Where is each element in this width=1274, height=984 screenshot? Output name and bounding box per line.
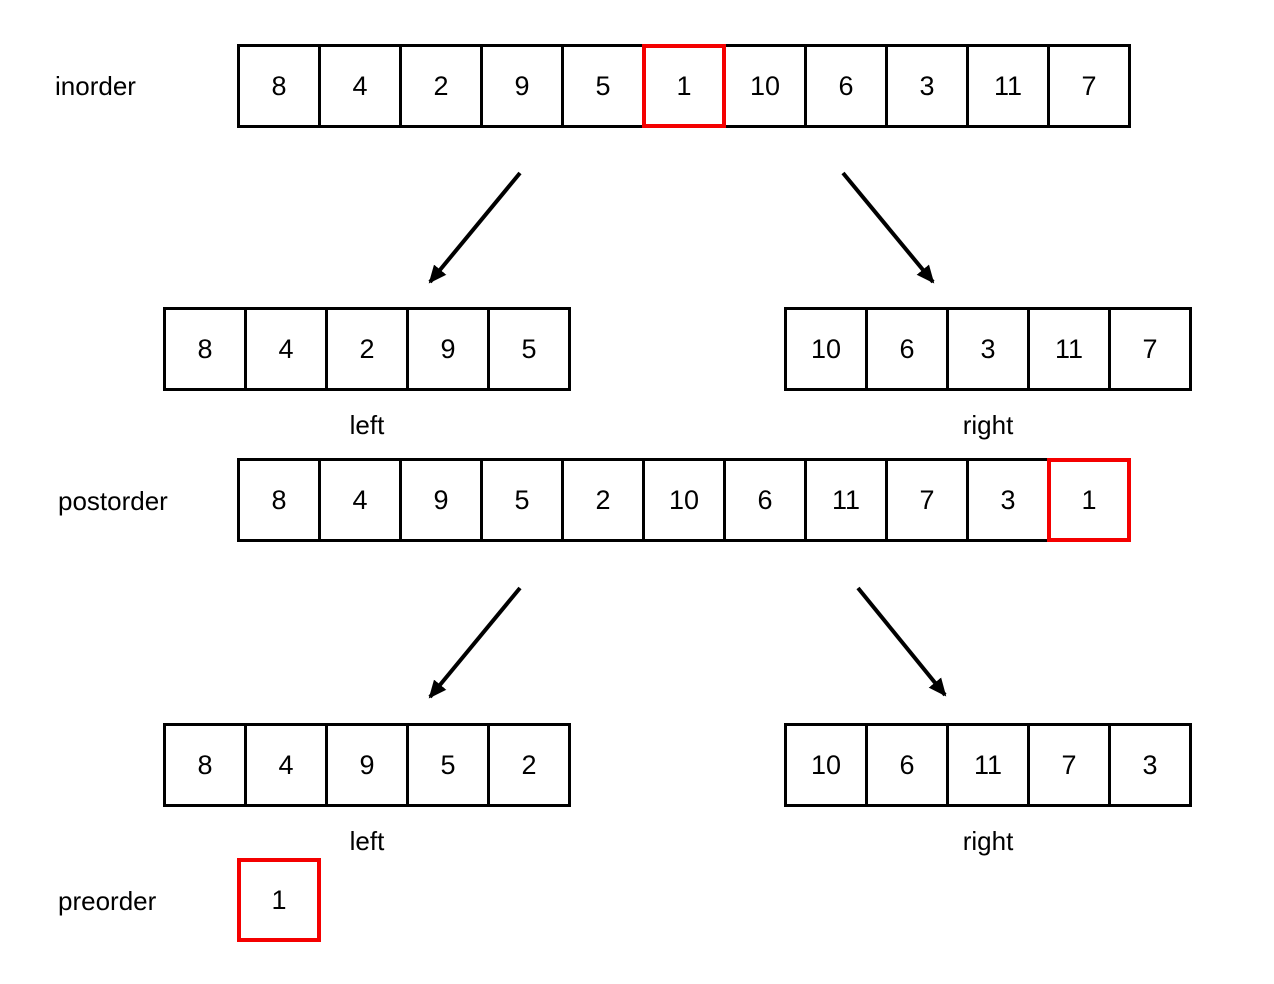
array-cell-highlighted: 1 bbox=[237, 858, 321, 942]
array-cell: 6 bbox=[865, 307, 949, 391]
inorder-label: inorder bbox=[55, 71, 136, 101]
postorder-left-sublabel: left bbox=[349, 826, 385, 856]
array-cell: 2 bbox=[561, 458, 645, 542]
array-cell: 3 bbox=[1108, 723, 1192, 807]
array-cell: 5 bbox=[480, 458, 564, 542]
array-cell: 10 bbox=[784, 307, 868, 391]
array-cell: 11 bbox=[1027, 307, 1111, 391]
array-cell: 8 bbox=[163, 723, 247, 807]
array-cell: 3 bbox=[946, 307, 1030, 391]
array-cell: 10 bbox=[642, 458, 726, 542]
array-cell: 11 bbox=[804, 458, 888, 542]
postorder-split-left-arrow-icon bbox=[428, 586, 522, 699]
array-cell: 8 bbox=[237, 458, 321, 542]
postorder-right-sublabel: right bbox=[962, 826, 1014, 856]
inorder-left-sublabel: left bbox=[349, 410, 385, 440]
array-cell: 4 bbox=[244, 307, 328, 391]
array-cell: 5 bbox=[487, 307, 571, 391]
array-cell: 6 bbox=[804, 44, 888, 128]
preorder-label: preorder bbox=[58, 886, 157, 916]
array-cell: 2 bbox=[487, 723, 571, 807]
inorder-right-sublabel: right bbox=[962, 410, 1014, 440]
array-cell: 4 bbox=[318, 458, 402, 542]
array-cell: 6 bbox=[723, 458, 807, 542]
array-cell: 7 bbox=[1027, 723, 1111, 807]
array-cell: 3 bbox=[966, 458, 1050, 542]
array-cell: 7 bbox=[1108, 307, 1192, 391]
inorder-split-left-arrow-icon bbox=[428, 171, 522, 284]
array-cell: 3 bbox=[885, 44, 969, 128]
array-cell: 7 bbox=[1047, 44, 1131, 128]
array-cell: 9 bbox=[480, 44, 564, 128]
array-cell: 4 bbox=[318, 44, 402, 128]
array-cell: 6 bbox=[865, 723, 949, 807]
array-cell: 7 bbox=[885, 458, 969, 542]
array-cell: 8 bbox=[163, 307, 247, 391]
array-cell-highlighted: 1 bbox=[1047, 458, 1131, 542]
array-cell: 11 bbox=[946, 723, 1030, 807]
array-cell: 5 bbox=[406, 723, 490, 807]
array-cell: 9 bbox=[399, 458, 483, 542]
postorder-split-right-arrow-icon bbox=[856, 586, 947, 697]
array-cell: 10 bbox=[723, 44, 807, 128]
inorder-split-right-arrow-icon bbox=[841, 171, 935, 284]
array-cell: 2 bbox=[325, 307, 409, 391]
array-cell: 4 bbox=[244, 723, 328, 807]
array-cell: 2 bbox=[399, 44, 483, 128]
preorder-array: 1 bbox=[237, 858, 321, 942]
array-cell: 9 bbox=[325, 723, 409, 807]
array-cell: 9 bbox=[406, 307, 490, 391]
postorder-label: postorder bbox=[58, 486, 168, 516]
array-cell: 8 bbox=[237, 44, 321, 128]
array-cell: 5 bbox=[561, 44, 645, 128]
array-cell: 11 bbox=[966, 44, 1050, 128]
array-cell-highlighted: 1 bbox=[642, 44, 726, 128]
array-cell: 10 bbox=[784, 723, 868, 807]
